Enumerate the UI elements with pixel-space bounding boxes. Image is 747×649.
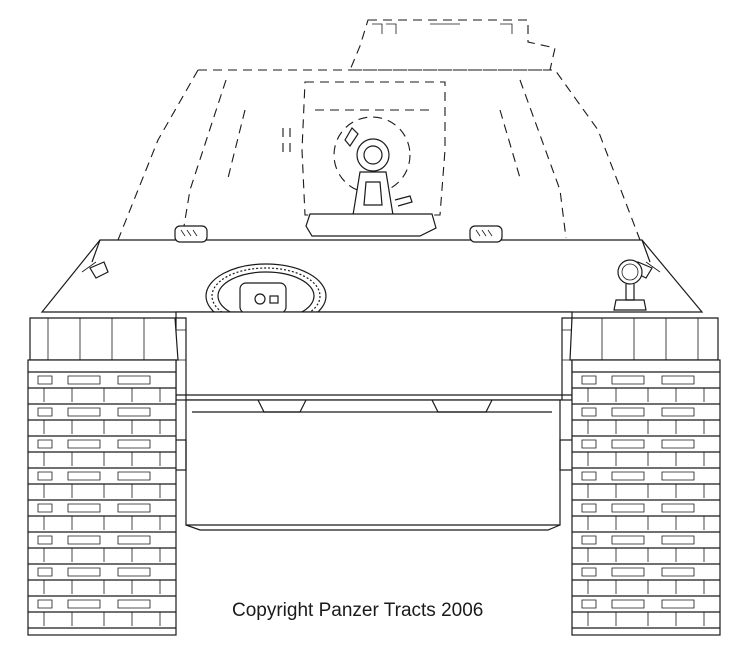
left-track bbox=[27, 359, 177, 636]
hull-rear-upper bbox=[40, 225, 704, 313]
hatch-hinge-mount bbox=[305, 127, 437, 237]
track-hull-joints bbox=[176, 317, 572, 400]
turret-outline bbox=[117, 19, 641, 241]
copyright-caption: Copyright Panzer Tracts 2006 bbox=[232, 600, 484, 621]
pressure-gauge bbox=[613, 259, 647, 311]
track-guards bbox=[29, 317, 719, 361]
right-track bbox=[571, 359, 721, 636]
round-access-hatch bbox=[205, 263, 327, 329]
hull-rear-lower bbox=[171, 311, 575, 531]
